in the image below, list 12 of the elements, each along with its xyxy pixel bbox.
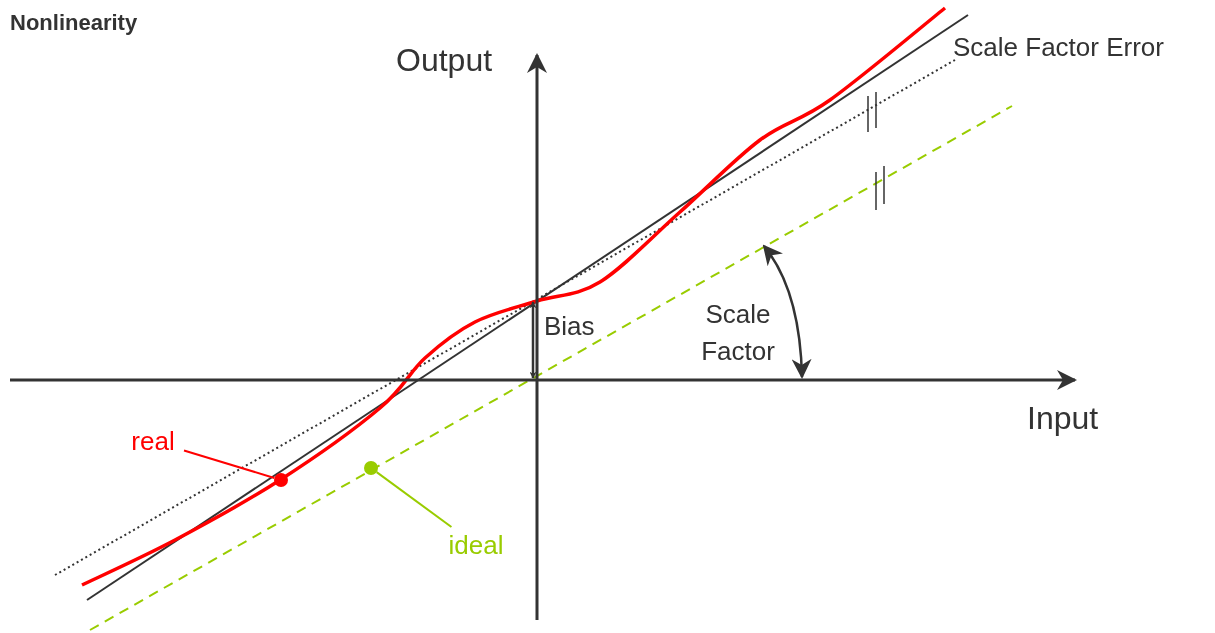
curve-point xyxy=(364,461,378,475)
leader-line xyxy=(375,471,453,528)
line-label: Scale Factor Error xyxy=(953,31,1164,64)
curve-label: ideal xyxy=(440,527,512,563)
title: Nonlinearity xyxy=(10,9,138,37)
angle-label: Scale Factor xyxy=(700,298,776,368)
curve-point xyxy=(274,473,288,487)
leader-line xyxy=(183,449,276,479)
curve-label: real xyxy=(122,423,184,459)
bias-label: Bias xyxy=(544,310,595,343)
axis-label: Input xyxy=(1027,399,1099,438)
axis-label: Output xyxy=(396,41,493,80)
